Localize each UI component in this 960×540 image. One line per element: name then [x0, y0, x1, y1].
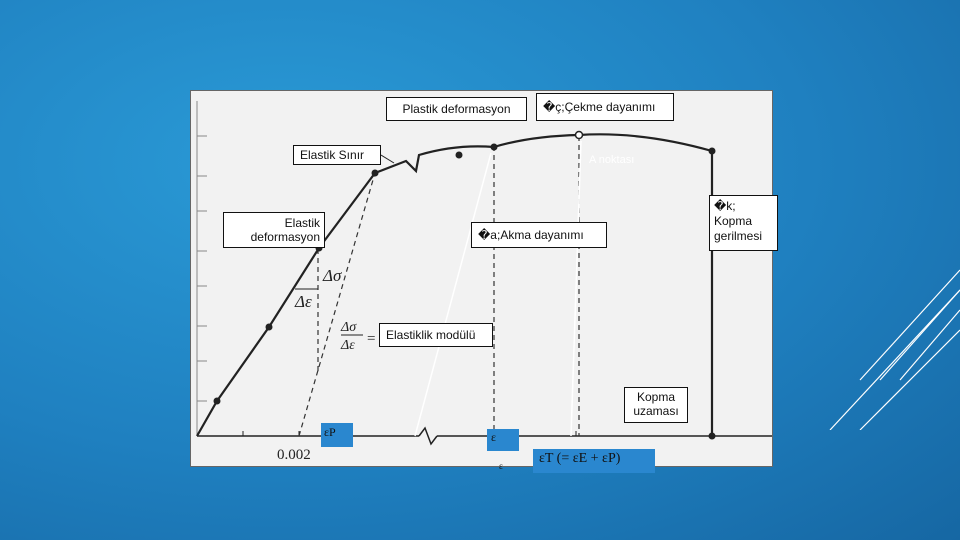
offset-value-label: 0.002 [277, 447, 311, 463]
eps-box: ε [487, 429, 519, 451]
elastic-limit-label: Elastik Sınır [293, 145, 381, 165]
white-guides [414, 140, 582, 437]
delta-sigma-label: Δσ [322, 266, 342, 285]
elastic-deformation-label: Elastik deformasyon [223, 212, 325, 248]
point-a-marker [574, 130, 584, 140]
eps-p-box: εP [321, 423, 353, 447]
modulus-numerator: Δσ [340, 320, 357, 335]
plastic-deformation-label: Plastik deformasyon [386, 97, 527, 121]
stress-strain-curve [196, 133, 714, 437]
stress-strain-diagram: 0.002 Δσ Δε Δσ Δε = Plastik deformasyon … [190, 90, 778, 473]
modulus-denominator: Δε [340, 338, 355, 353]
delta-epsilon-label: Δε [294, 292, 312, 311]
fracture-elongation-label: Kopma uzaması [624, 387, 688, 423]
eps-small-label: ε [499, 461, 503, 471]
point-a-label: A noktası [589, 154, 635, 166]
elastic-limit-pointer [380, 154, 395, 164]
fracture-stress-label: �k; Kopma gerilmesi [709, 195, 778, 251]
yield-strength-label: �a;Akma dayanımı [471, 222, 607, 248]
modulus-equals: = [367, 331, 375, 347]
eps-t-box: εT (= εE + εP) [533, 449, 655, 473]
elastic-modulus-label: Elastiklik modülü [379, 323, 493, 347]
x-axis [197, 426, 772, 446]
tensile-strength-label: �ç;Çekme dayanımı [536, 93, 674, 121]
decorative-lines [829, 269, 960, 430]
left-axis-ticks [196, 101, 207, 436]
